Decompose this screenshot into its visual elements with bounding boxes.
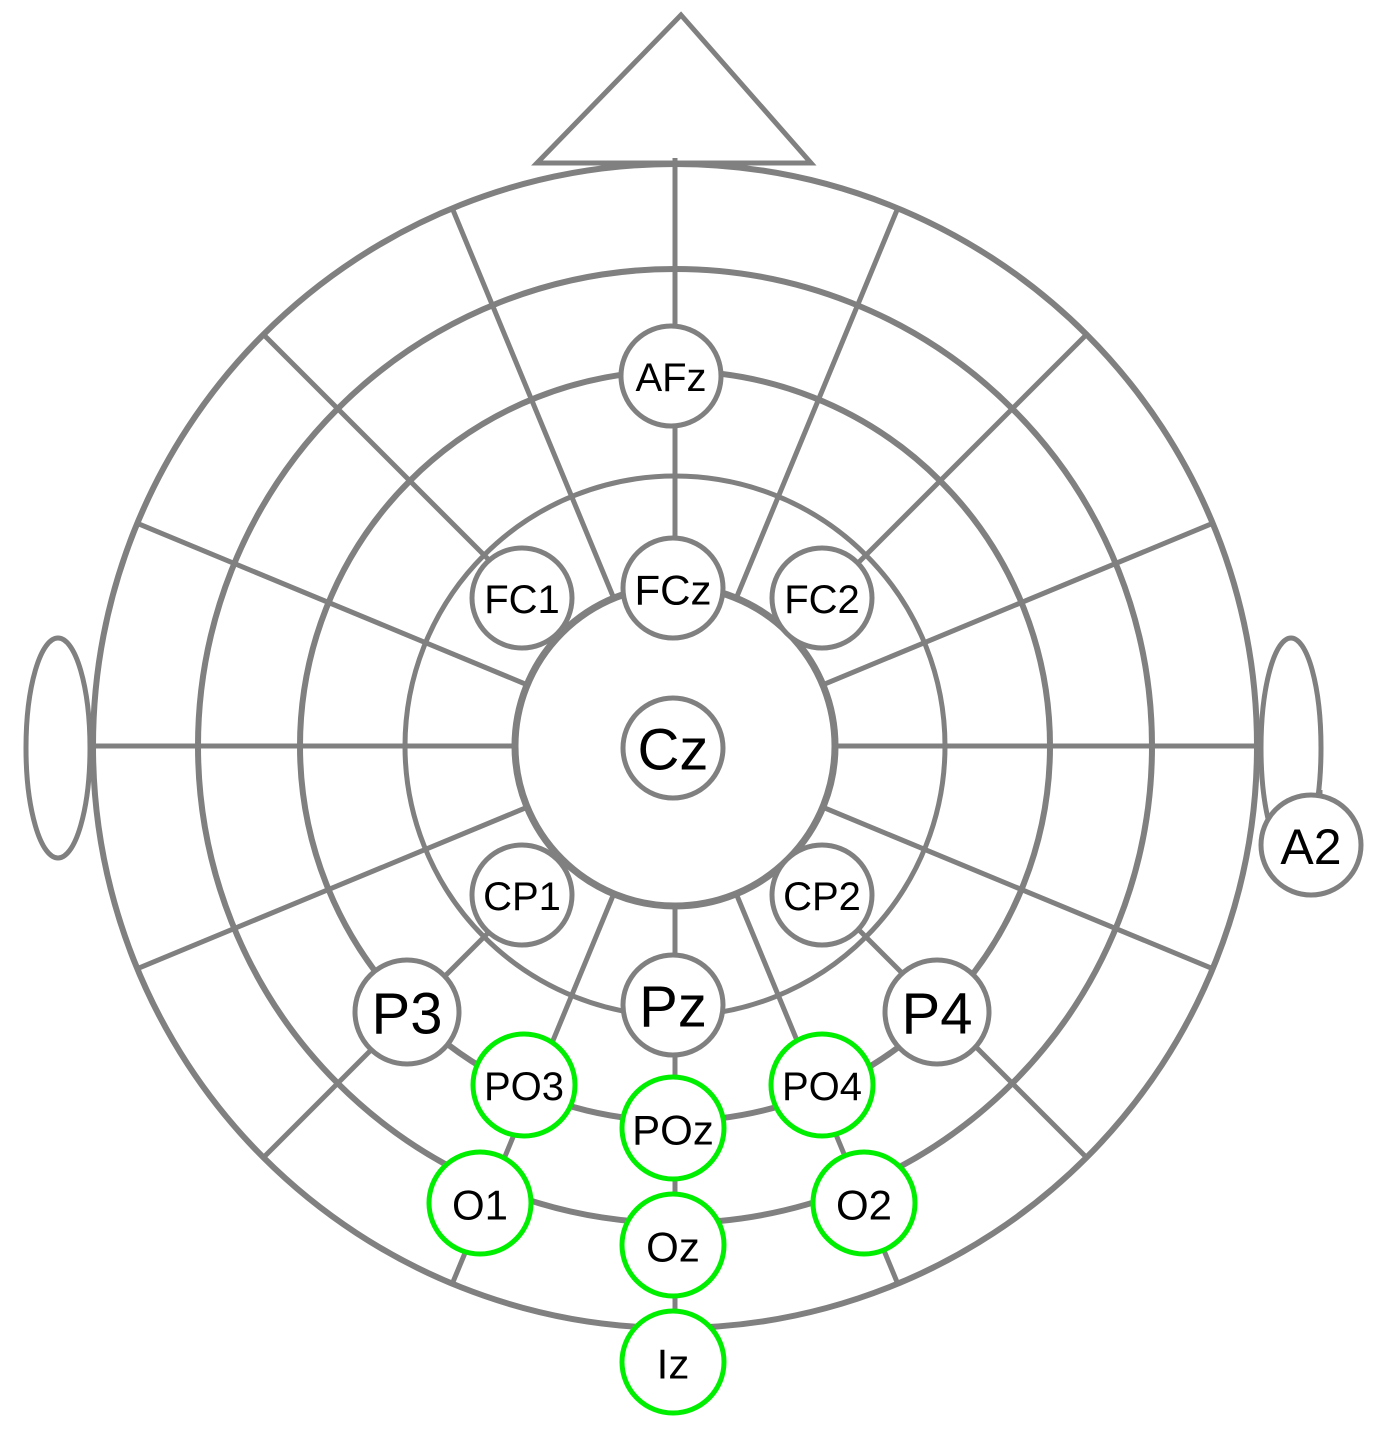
left-ear-shape bbox=[23, 635, 93, 861]
electrode-ring bbox=[619, 1074, 727, 1182]
electrode-label: PO4 bbox=[782, 1065, 862, 1109]
electrode-cp1[interactable]: CP1 bbox=[469, 842, 575, 948]
electrode-a2[interactable]: A2 bbox=[1258, 792, 1364, 898]
electrode-ring bbox=[1258, 792, 1364, 898]
electrode-label: P3 bbox=[372, 982, 443, 1047]
electrode-ring bbox=[618, 323, 724, 429]
electrode-fc2[interactable]: FC2 bbox=[769, 545, 875, 651]
electrode-ring bbox=[882, 957, 992, 1067]
electrode-cz[interactable]: Cz bbox=[620, 695, 726, 801]
electrode-label: Pz bbox=[639, 975, 707, 1040]
electrode-ring bbox=[620, 535, 726, 641]
electrode-label: A2 bbox=[1280, 819, 1341, 875]
electrode-poz[interactable]: POz bbox=[619, 1074, 727, 1182]
electrode-ring bbox=[768, 1031, 876, 1139]
electrode-label: AFz bbox=[635, 356, 706, 400]
electrode-p3[interactable]: P3 bbox=[352, 957, 462, 1067]
electrode-label: FC1 bbox=[484, 578, 560, 622]
electrode-fc1[interactable]: FC1 bbox=[469, 545, 575, 651]
electrode-p4[interactable]: P4 bbox=[882, 957, 992, 1067]
grid-spoke bbox=[733, 207, 901, 600]
electrode-cp2[interactable]: CP2 bbox=[769, 842, 875, 948]
electrode-ring bbox=[769, 842, 875, 948]
electrode-po3[interactable]: PO3 bbox=[470, 1031, 578, 1139]
grid-spoke bbox=[136, 804, 529, 972]
grid-spoke bbox=[821, 804, 1214, 972]
electrode-afz[interactable]: AFz bbox=[618, 323, 724, 429]
grid-spoke bbox=[449, 207, 617, 600]
nose-shape bbox=[531, 11, 817, 166]
electrode-po4[interactable]: PO4 bbox=[768, 1031, 876, 1139]
electrode-label: CP2 bbox=[783, 875, 861, 919]
electrode-o1[interactable]: O1 bbox=[426, 1149, 534, 1257]
electrode-ring bbox=[469, 545, 575, 651]
electrode-ring bbox=[620, 695, 726, 801]
electrode-label: P4 bbox=[902, 982, 973, 1047]
electrode-ring bbox=[426, 1149, 534, 1257]
electrode-label: Cz bbox=[638, 718, 709, 783]
electrode-ring bbox=[352, 957, 462, 1067]
electrode-label: Iz bbox=[657, 1341, 690, 1388]
electrode-fcz[interactable]: FCz bbox=[620, 535, 726, 641]
electrode-label: FCz bbox=[635, 567, 712, 614]
electrode-oz[interactable]: Oz bbox=[619, 1191, 727, 1299]
electrode-iz[interactable]: Iz bbox=[619, 1308, 727, 1416]
electrode-pz[interactable]: Pz bbox=[620, 952, 726, 1058]
electrode-ring bbox=[469, 842, 575, 948]
electrode-o2[interactable]: O2 bbox=[810, 1149, 918, 1257]
electrode-label: O2 bbox=[836, 1182, 892, 1229]
electrode-ring bbox=[619, 1308, 727, 1416]
electrode-ring bbox=[769, 545, 875, 651]
electrode-label: CP1 bbox=[483, 875, 561, 919]
electrode-ring bbox=[810, 1149, 918, 1257]
electrode-label: FC2 bbox=[784, 578, 860, 622]
electrode-ring bbox=[620, 952, 726, 1058]
electrode-label: PO3 bbox=[484, 1065, 564, 1109]
grid-spoke bbox=[821, 520, 1214, 688]
electrode-label: O1 bbox=[452, 1182, 508, 1229]
head-outline bbox=[23, 11, 1324, 861]
electrode-label: Oz bbox=[646, 1224, 700, 1271]
electrode-ring bbox=[619, 1191, 727, 1299]
electrode-label: POz bbox=[632, 1107, 714, 1154]
grid-spoke bbox=[136, 520, 529, 688]
electrode-ring bbox=[470, 1031, 578, 1139]
